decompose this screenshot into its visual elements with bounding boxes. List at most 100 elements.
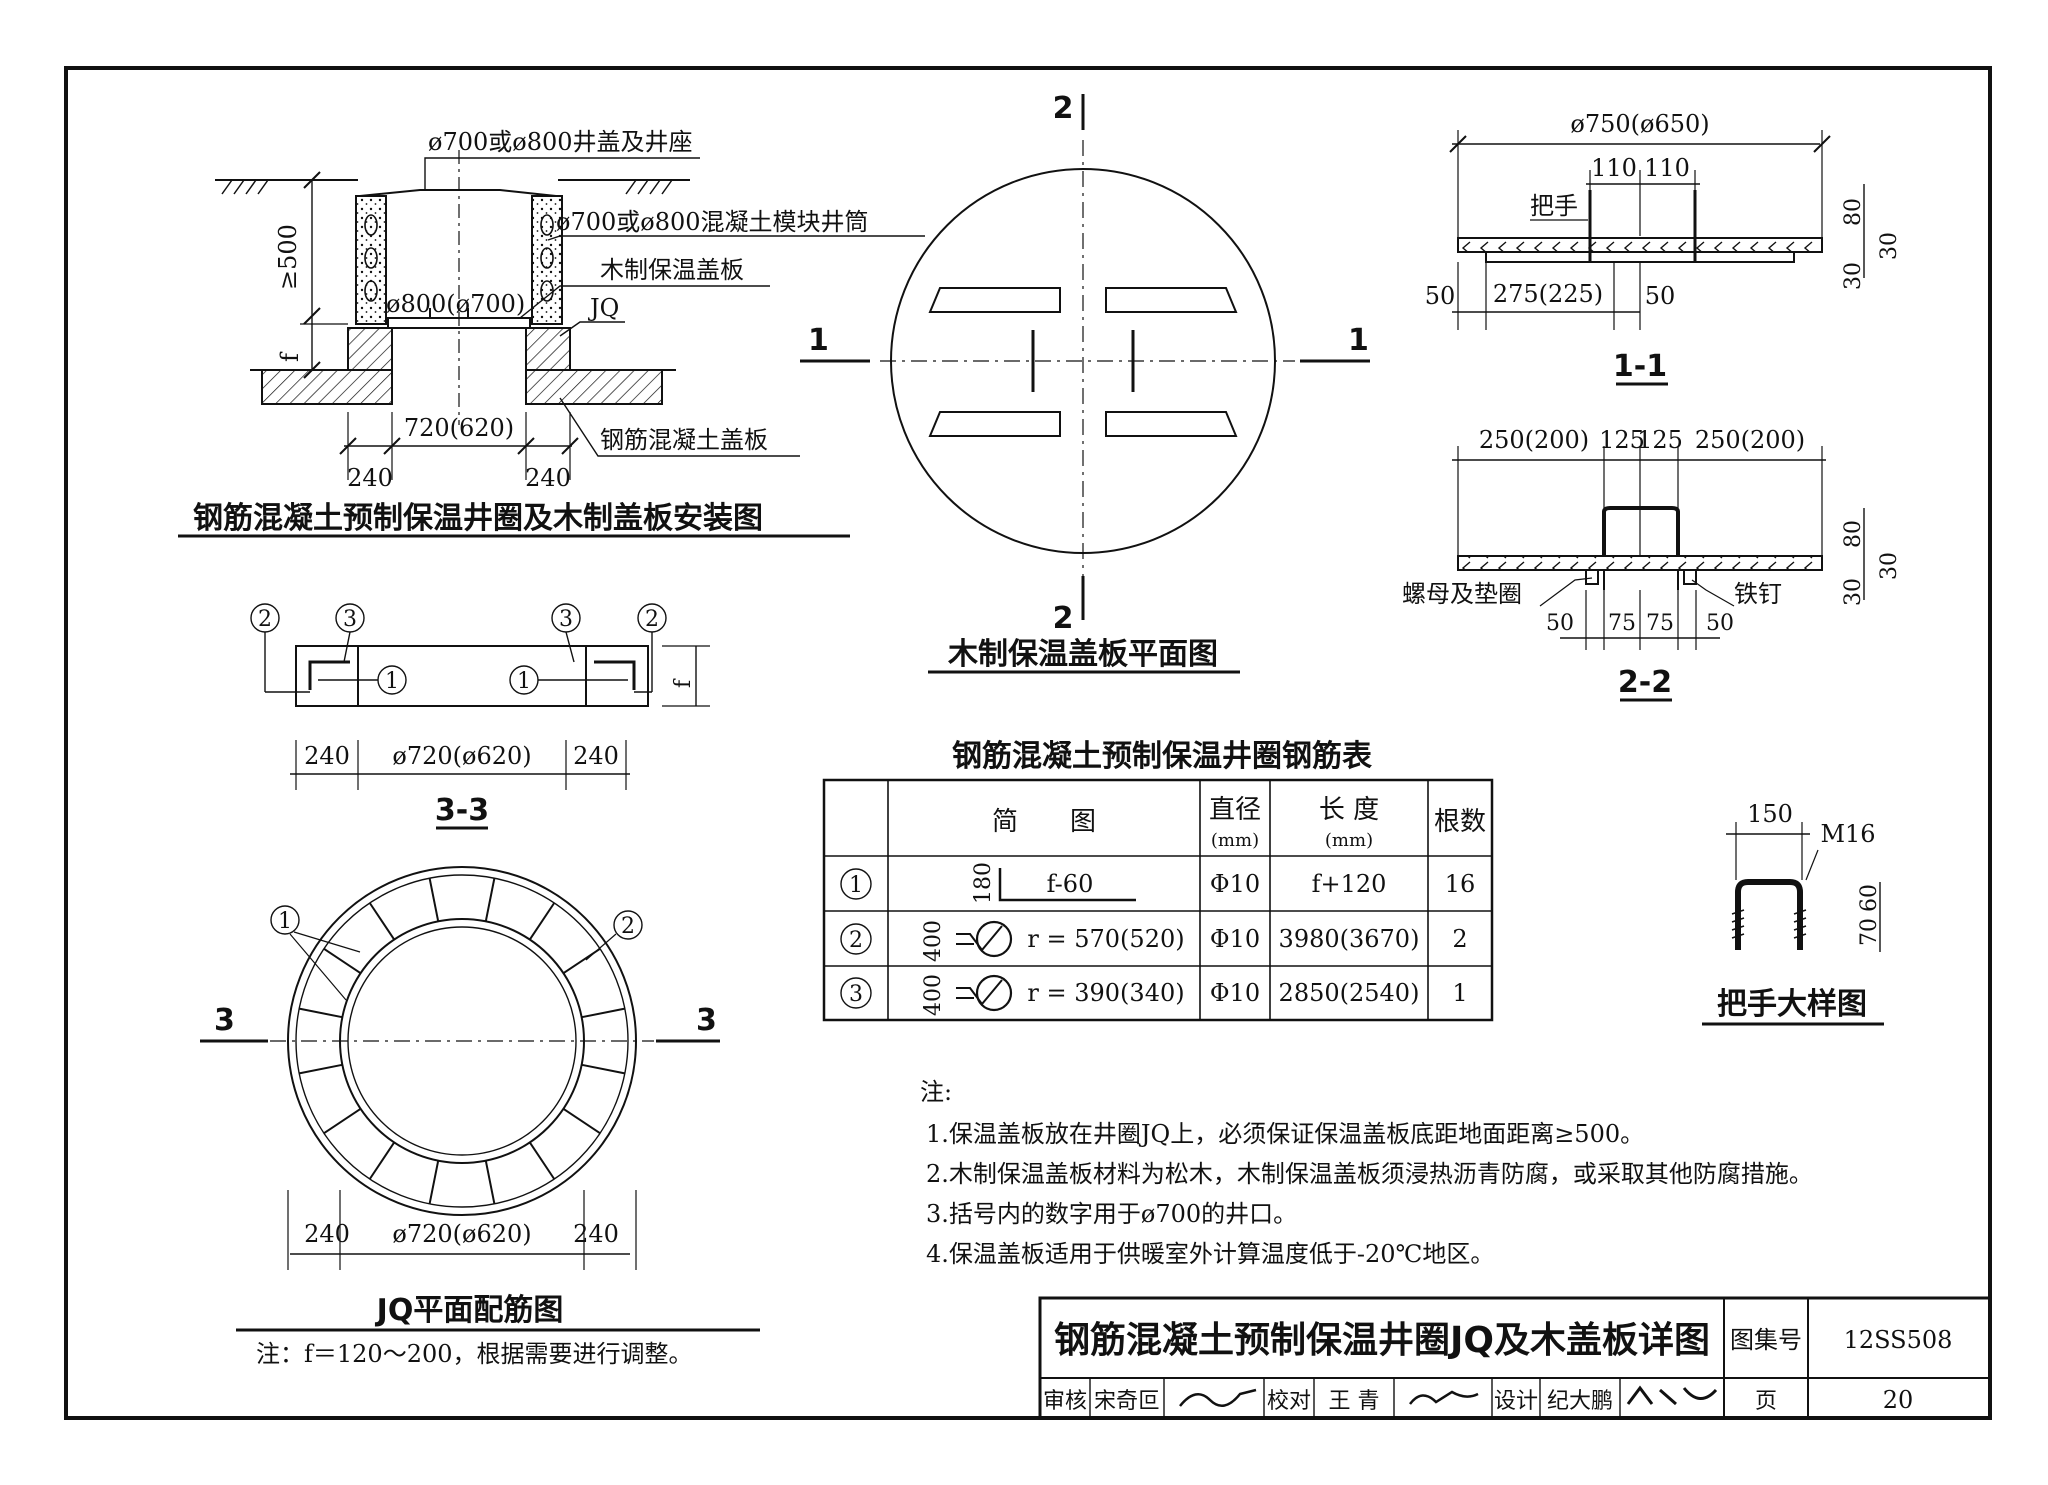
s33-dim-right: 240	[573, 742, 619, 770]
row2-no: 2	[849, 928, 863, 953]
s33-callout-2-right: 2	[645, 607, 659, 632]
table-row: 3 400 r = 390(340) Φ10 2850(2540) 1	[840, 974, 1468, 1016]
row3-dia: Φ10	[1210, 979, 1260, 1007]
label-jq: JQ	[587, 294, 619, 322]
label-wood-board: 木制保温盖板	[600, 256, 744, 284]
s33-callout-2-left: 2	[258, 607, 272, 632]
jq-callout-2: 2	[621, 914, 635, 939]
check-name: 王 青	[1329, 1389, 1380, 1414]
jq-radial-bar	[484, 1160, 496, 1204]
label-rc-cover: 钢筋混凝土盖板	[600, 426, 768, 454]
leader-cover-seat	[424, 157, 700, 190]
row3-len: 2850(2540)	[1279, 979, 1420, 1007]
jq-callout-1: 1	[278, 909, 292, 934]
s22-handle	[1602, 506, 1680, 556]
s11-dim-30a: 30	[1841, 262, 1866, 290]
th-sketch: 简 图	[992, 807, 1096, 837]
s11-dim-80: 80	[1841, 198, 1866, 226]
table-title: 钢筋混凝土预制保温井圈钢筋表	[952, 739, 1372, 774]
installation-section: ≥500 f ø700或ø800井盖及井座 ø700或ø800混凝土模块井筒 木…	[178, 128, 925, 538]
section-2-2: 250(200) 125 125 250(200) 螺母及垫圈 铁钉 50 75…	[1402, 426, 1902, 702]
leader-rc-cover	[559, 397, 800, 457]
dim-install-left: 240	[347, 464, 393, 492]
s22-dim-75b: 75	[1646, 611, 1674, 636]
label-cover-seat: ø700或ø800井盖及井座	[428, 128, 693, 156]
row1-count: 16	[1445, 870, 1476, 898]
jq-ring-left	[347, 327, 393, 371]
page-number: 20	[1883, 1386, 1914, 1414]
s33-callout-3-right: 3	[559, 607, 573, 632]
dim-inner-dia: ø800(ø700)	[386, 290, 525, 318]
dim-install-span: 720(620)	[404, 414, 514, 442]
s33-callouts	[250, 603, 667, 695]
s33-title: 3-3	[435, 793, 489, 828]
row3-count: 1	[1452, 979, 1467, 1007]
row1-no: 1	[849, 873, 863, 898]
jq-title: JQ平面配筋图	[375, 1293, 564, 1328]
s22-dim-c: 125	[1637, 426, 1683, 454]
jq-radial-bar	[299, 1063, 343, 1075]
jq-radial-bar	[323, 1107, 362, 1135]
s11-dim-a: 110	[1591, 154, 1637, 182]
check-signature	[1409, 1390, 1479, 1405]
note-3: 3.括号内的数字用于ø700的井口。	[926, 1200, 1297, 1228]
jq-radial-bar	[528, 1141, 556, 1180]
cut2-top-label: 2	[1053, 91, 1074, 126]
jq-radial-bar	[581, 1007, 625, 1019]
row1-len: f+120	[1312, 870, 1387, 898]
jq-radial-bar	[368, 902, 396, 941]
s11-dim-30b: 30	[1877, 232, 1902, 260]
s11-dim-total: ø750(ø650)	[1570, 110, 1709, 138]
s11-dim-b: 110	[1644, 154, 1690, 182]
installation-title: 钢筋混凝土预制保温井圈及木制盖板安装图	[193, 501, 763, 536]
leader-jq	[559, 321, 625, 337]
s11-dim-mid: 275(225)	[1493, 280, 1603, 308]
s11-dim-50b: 50	[1645, 282, 1676, 310]
jq-radial-bar	[368, 1141, 396, 1180]
s33-callout-3-left: 3	[343, 607, 357, 632]
atlas-number: 12SS508	[1844, 1326, 1953, 1354]
cut2-bottom-label: 2	[1053, 601, 1074, 636]
row1-dim: 180	[971, 862, 996, 904]
rc-slab-right	[525, 369, 663, 405]
ground-hatch-right	[625, 179, 673, 195]
plan-title: 木制保温盖板平面图	[947, 637, 1218, 672]
jq-cut-right-label: 3	[696, 1003, 717, 1038]
cut1-right-label: 1	[1348, 323, 1369, 358]
dim-install-right: 240	[525, 464, 571, 492]
shaft-ring-marks	[364, 214, 554, 302]
handle-detail: 150 M16 60 70 把手大样图	[1702, 800, 1884, 1026]
th-length: 长 度	[1319, 795, 1379, 825]
label-shaft: ø700或ø800混凝土模块井筒	[556, 208, 869, 236]
ground-hatch-left	[221, 179, 269, 195]
s22-dim-50a: 50	[1546, 611, 1574, 636]
jq-radial-bar	[428, 1160, 440, 1204]
jq-outer-bar	[295, 874, 629, 1208]
row2-len: 3980(3670)	[1279, 925, 1420, 953]
table-grid	[824, 780, 1492, 1020]
row2-sketch: r = 570(520)	[1027, 925, 1184, 953]
jq-cut-left-label: 3	[214, 1003, 235, 1038]
row3-dim: 400	[921, 974, 946, 1016]
row1-sketch: f-60	[1047, 870, 1094, 898]
jq-dim-mid: ø720(ø620)	[392, 1220, 531, 1248]
s33-dim-left: 240	[304, 742, 350, 770]
titleblock-frame	[1038, 1296, 1992, 1420]
s22-dim-b: 125	[1599, 426, 1645, 454]
design-name: 纪大鹏	[1547, 1389, 1613, 1414]
s22-label-nail: 铁钉	[1734, 580, 1782, 608]
note-2: 2.木制保温盖板材料为松木，木制保温盖板须浸热沥青防腐，或采取其他防腐措施。	[926, 1160, 1813, 1188]
cut1-left-label: 1	[808, 323, 829, 358]
s11-label-handle: 把手	[1530, 192, 1578, 220]
manhole-cover	[359, 189, 557, 197]
design-signature	[1626, 1385, 1718, 1406]
handle-label-m16: M16	[1820, 820, 1875, 848]
jq-dim-right: 240	[573, 1220, 619, 1248]
jq-radial-bar	[562, 1107, 601, 1135]
s11-title: 1-1	[1613, 349, 1667, 384]
s22-dim-80: 80	[1841, 520, 1866, 548]
s22-dim-30a: 30	[1841, 578, 1866, 606]
row3-sketch: r = 390(340)	[1027, 979, 1184, 1007]
dim-height-500: ≥500	[274, 224, 302, 290]
